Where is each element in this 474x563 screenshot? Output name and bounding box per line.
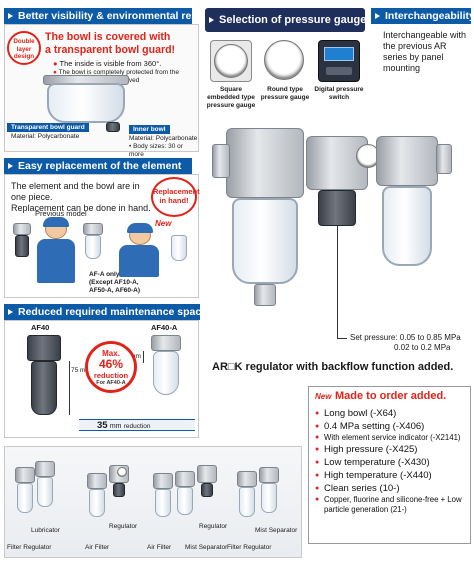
arrow-icon: [8, 163, 13, 169]
arrow-icon: [8, 309, 13, 315]
new-tag-replacement: New: [155, 219, 172, 228]
arrow-icon: [375, 13, 380, 19]
digital-switch-illustration: [318, 40, 360, 82]
lineup-panel: Lubricator Filter Regulator Regulator Ai…: [4, 446, 302, 558]
af40a-bowl: [153, 351, 179, 395]
replacement-section-title: Easy replacement of the element: [4, 158, 192, 174]
round-gauge-item: Round type pressure gauge: [259, 36, 311, 102]
gauges-section-title: Selection of pressure gauges: [205, 8, 365, 32]
bowl-drain: [106, 122, 120, 132]
previous-model-label: Previous model: [35, 209, 87, 218]
lineup-label-regulator-2: Regulator: [199, 523, 228, 530]
filter-bowl-new: [171, 235, 187, 261]
model-old-label: AF40: [31, 323, 50, 332]
list-item: High temperature (-X440): [315, 469, 469, 482]
gauge-items: Square embedded type pressure gauge Roun…: [205, 36, 365, 116]
reduction-bar: 35 mm reduction: [79, 419, 195, 431]
digital-switch-item: Digital pressure switch: [313, 36, 365, 102]
guard-material: Material: Polycarbonate: [11, 133, 80, 140]
lineup-label-air-filter-2: Air Filter: [147, 544, 172, 551]
transparent-bowl-illustration: [47, 83, 125, 123]
filter-port: [212, 144, 230, 178]
replacement-in-hand-burst: Replacement in hand!: [151, 177, 200, 217]
list-item: Clean series (10-): [315, 482, 469, 495]
af40-bowl: [31, 361, 57, 415]
arrow-icon: [8, 13, 13, 19]
list-item: Long bowl (-X64): [315, 407, 469, 420]
filter-drain: [254, 284, 276, 306]
lubricator-bowl: [382, 186, 432, 266]
filter-element-old: [15, 235, 29, 257]
square-gauge-illustration: [210, 40, 252, 82]
lineup-label-filter-regulator-2: Filter Regulator: [227, 544, 272, 551]
regulator-knob: [318, 190, 356, 226]
lineup-label-air-filter-1: Air Filter: [85, 544, 110, 551]
lineup-label-mist-separator-2: Mist Separator: [255, 527, 298, 534]
replacement-panel: The element and the bowl are in one piec…: [4, 174, 200, 298]
set-pressure-text: Set pressure: 0.05 to 0.85 MPa 0.02 to 0…: [350, 333, 461, 352]
filter-bowl: [232, 198, 298, 284]
dim-old: 75 mm: [71, 367, 91, 374]
worker-illustration-new: [109, 223, 169, 277]
list-item: High pressure (-X425): [315, 443, 469, 456]
inner-size: • Body sizes: 30 or more: [129, 143, 183, 158]
set-pressure-leader-h: [337, 338, 347, 339]
visibility-headline: The bowl is covered with a transparent b…: [45, 31, 176, 56]
filter-illustration-mid: [83, 223, 103, 235]
worker-illustration: [33, 217, 79, 283]
filter-illustration-old: [13, 223, 31, 235]
inner-bowl-label: Inner bowl: [129, 125, 170, 134]
new-tag-order: New: [315, 392, 332, 401]
interchange-section-title: Interchangeability: [371, 8, 471, 24]
model-new-label: AF40-A: [151, 323, 178, 332]
visibility-panel: Double layer design The bowl is covered …: [4, 24, 199, 158]
arrow-icon: [209, 17, 214, 23]
transparent-guard-label: Transparent bowl guard: [7, 123, 89, 132]
lineup-label-mist-separator-1: Mist Separator: [185, 544, 228, 551]
lubricator-port: [436, 144, 452, 174]
product-illustration: [206, 118, 470, 348]
lubricator-body: [376, 136, 438, 186]
list-item: With element service indicator (-X2141): [315, 433, 469, 443]
af40-illustration: [27, 335, 61, 361]
maintenance-section-title: Reduced required maintenance space: [4, 304, 200, 320]
filter-body: [226, 128, 304, 198]
reduction-burst: Max. 46% reduction For AF40-A: [85, 341, 137, 393]
order-box: New Made to order added. Long bowl (-X64…: [308, 386, 471, 544]
order-title: Made to order added.: [335, 390, 447, 402]
lineup-label-filter-regulator-1: Filter Regulator: [7, 544, 52, 551]
round-gauge-illustration: [264, 40, 306, 82]
set-pressure-leader: [337, 226, 338, 338]
dim-line-new: [143, 351, 144, 363]
interchange-text: Interchangeable with the previous AR ser…: [383, 30, 467, 73]
double-layer-badge: Double layer design: [7, 31, 41, 65]
square-gauge-item: Square embedded type pressure gauge: [205, 36, 257, 110]
order-list: Long bowl (-X64) 0.4 MPa setting (-X406)…: [315, 407, 469, 515]
regulator-note: AR□K regulator with backflow function ad…: [212, 361, 454, 373]
af40a-illustration: [151, 335, 181, 351]
replacement-text: The element and the bowl are in one piec…: [11, 181, 151, 213]
inner-material: Material: Polycarbonate: [129, 135, 198, 142]
dim-line-old: [69, 361, 70, 415]
lineup-label-regulator-1: Regulator: [109, 523, 138, 530]
list-item: 0.4 MPa setting (-X406): [315, 420, 469, 433]
maintenance-panel: AF40 AF40-A 75 mm 40 mm Max. 46% reducti…: [4, 320, 199, 438]
replacement-note: AF-A only (Except AF10-A, AF50-A, AF60-A…: [89, 271, 141, 294]
list-item: Low temperature (-X430): [315, 456, 469, 469]
visibility-section-title: Better visibility & environmental resist…: [4, 8, 192, 24]
list-item: Copper, fluorine and silicone-free + Low…: [315, 495, 469, 515]
filter-bowl-mid: [85, 235, 101, 259]
lineup-label-lubricator: Lubricator: [31, 527, 60, 534]
